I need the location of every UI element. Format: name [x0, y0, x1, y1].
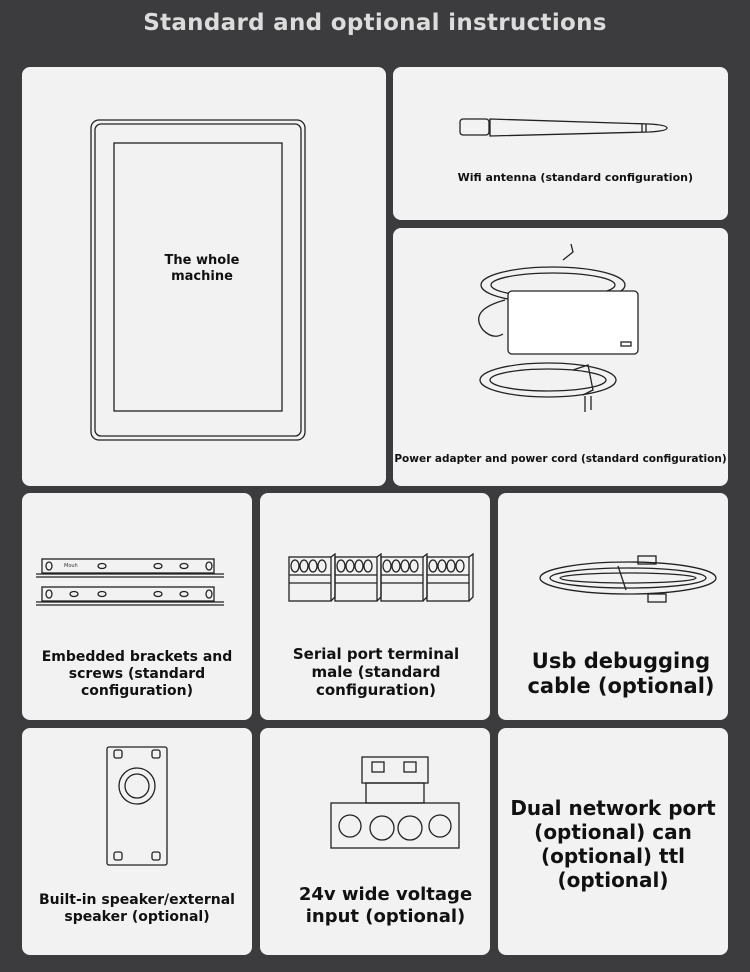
page-title: Standard and optional instructions: [143, 10, 607, 36]
usb-cable-illustration: [539, 555, 717, 603]
bracket-mark: Mouh: [64, 563, 78, 569]
card-network-port: Dual network port (optional) can (option…: [498, 728, 728, 955]
antenna-illustration: [459, 118, 668, 137]
tablet-illustration: [90, 119, 306, 441]
speaker-illustration: [106, 746, 168, 866]
brackets-illustration: [36, 558, 224, 606]
serial-terminal-label: Serial port terminal male (standard conf…: [292, 645, 460, 699]
serial-terminal-illustration: [288, 553, 474, 602]
card-serial-terminal: Serial port terminal male (standard conf…: [260, 493, 490, 720]
card-speaker: Built-in speaker/external speaker (optio…: [22, 728, 252, 955]
machine-label-line1: The whole: [164, 253, 240, 268]
card-usb-cable: Usb debugging cable (optional): [498, 493, 728, 720]
card-power-input: 24v wide voltage input (optional): [260, 728, 490, 955]
machine-label-line2: machine: [171, 268, 233, 284]
power-adapter-label: Power adapter and power cord (standard c…: [394, 453, 727, 465]
card-wifi-antenna: Wifi antenna (standard configuration): [393, 67, 728, 220]
usb-cable-label: Usb debugging cable (optional): [527, 649, 715, 699]
card-power-adapter: Power adapter and power cord (standard c…: [393, 228, 728, 486]
brackets-label: Embedded brackets and screws (standard c…: [41, 649, 233, 699]
card-embedded-brackets: Mouh Embedded brackets and screws (stand…: [22, 493, 252, 720]
power-input-label: 24v wide voltage input (optional): [298, 884, 473, 927]
network-port-label: Dual network port (optional) can (option…: [510, 796, 716, 892]
antenna-label: Wifi antenna (standard configuration): [457, 171, 693, 184]
power-connector-illustration: [330, 756, 460, 849]
card-whole-machine: The whole machine: [22, 67, 386, 486]
speaker-label: Built-in speaker/external speaker (optio…: [39, 892, 235, 925]
power-adapter-illustration: [478, 243, 639, 412]
